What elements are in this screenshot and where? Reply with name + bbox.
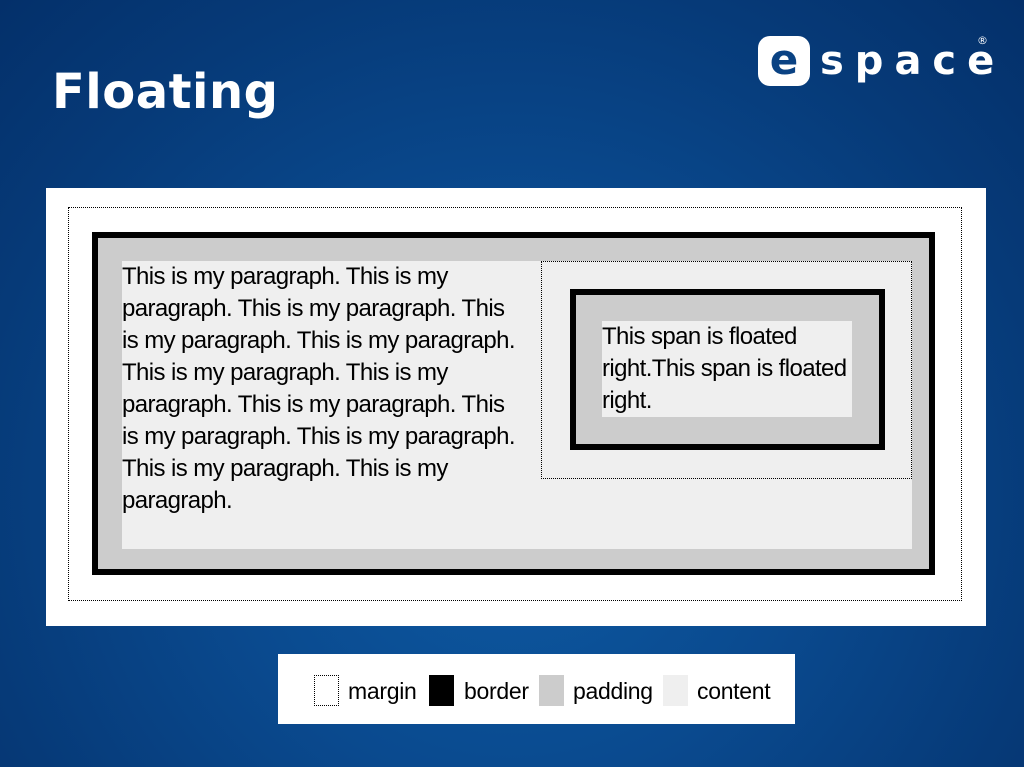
floated-span-margin-box: This span is floated right.This span is …	[541, 261, 912, 479]
border-swatch	[429, 675, 454, 706]
paragraph-margin-box	[68, 207, 962, 601]
registered-mark: ®	[977, 34, 988, 47]
legend-label-border: border	[464, 678, 529, 704]
legend-label-margin: margin	[348, 678, 417, 704]
slide-title: Floating	[52, 64, 279, 120]
legend-label-padding: padding	[573, 678, 653, 704]
paragraph-border-box: This span is floated right.This span is …	[92, 232, 935, 575]
paragraph-text: This is my paragraph. This is my paragra…	[122, 263, 516, 514]
legend-label-content: content	[697, 678, 771, 704]
logo-mark: e	[758, 36, 810, 86]
legend: margin border padding content	[278, 654, 795, 724]
margin-swatch	[314, 675, 339, 706]
box-model-diagram: This span is floated right.This span is …	[46, 188, 986, 626]
floated-span-text: This span is floated right.This span is …	[602, 323, 847, 414]
content-swatch	[663, 675, 688, 706]
floated-span-border-box: This span is floated right.This span is …	[570, 289, 885, 450]
espace-logo: e space ®	[758, 34, 998, 88]
padding-swatch	[539, 675, 564, 706]
logo-text: space	[820, 38, 1006, 84]
paragraph-content-area: This span is floated right.This span is …	[122, 261, 912, 549]
floated-span-content-area: This span is floated right.This span is …	[602, 321, 852, 417]
